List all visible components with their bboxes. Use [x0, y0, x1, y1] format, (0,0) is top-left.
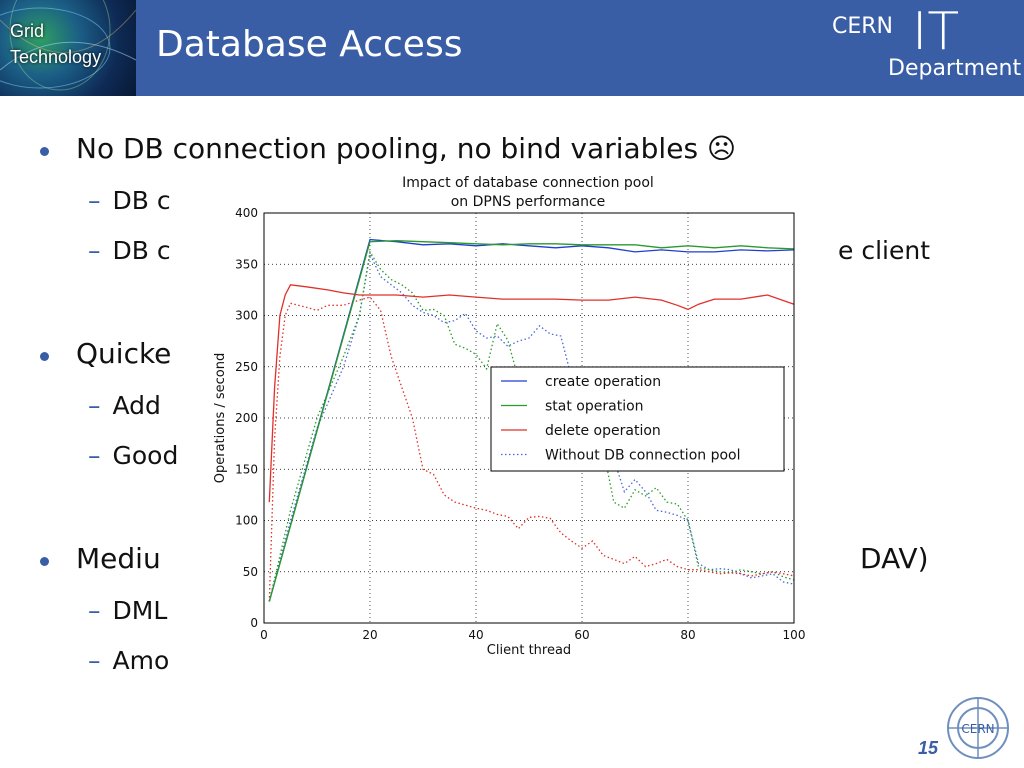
- y-axis-label: Operations / second: [213, 353, 228, 483]
- y-tick-label: 200: [235, 411, 258, 425]
- bullet-2: Quicke: [76, 337, 172, 370]
- legend-label: delete operation: [545, 423, 661, 439]
- chart-svg: Impact of database connection pool on DP…: [213, 175, 805, 658]
- brand-cern: CERN: [832, 14, 894, 39]
- legend-box: [490, 366, 785, 472]
- chart-series: [268, 238, 795, 602]
- series-line-create-operation: [268, 238, 795, 602]
- seal-text: CERN: [961, 722, 994, 736]
- y-tick-label: 400: [235, 206, 258, 220]
- cern-it-department-logo: CERN IT Department: [816, 2, 1021, 88]
- y-tick-label: 150: [235, 462, 258, 476]
- bullet-2-sub-2: –Good: [88, 441, 179, 470]
- grid-technology-logo: Grid Technology: [0, 0, 136, 96]
- bullet-1-sub-2-tail: e client: [838, 236, 930, 265]
- y-tick-label: 350: [235, 257, 258, 271]
- bullet-2-sub-1: –Add: [88, 391, 161, 420]
- bullet-dot: [40, 147, 49, 156]
- bullet-3-sub-2: –Amo: [88, 646, 170, 675]
- bullet-1: No DB connection pooling, no bind variab…: [76, 132, 737, 165]
- x-tick-label: 80: [680, 628, 695, 642]
- chart-legend: create operation stat operation delete ope…: [490, 366, 785, 472]
- x-tick-label: 100: [783, 628, 806, 642]
- x-tick-label: 60: [574, 628, 589, 642]
- header-bar: Grid Technology Database Access CERN IT …: [0, 0, 1024, 96]
- brand-it: IT: [912, 2, 960, 62]
- cern-seal-icon: CERN: [947, 697, 1009, 759]
- bullet-1-sub-2: –DB c: [88, 236, 171, 265]
- page-number: 15: [917, 738, 938, 758]
- x-tick-label: 0: [260, 628, 268, 642]
- legend-label: stat operation: [545, 399, 644, 415]
- x-tick-label: 20: [362, 628, 377, 642]
- brand-department: Department: [888, 56, 1022, 81]
- bullet-3-tail: DAV): [860, 542, 929, 575]
- logo-line-technology: Technology: [10, 47, 102, 67]
- bullet-3-sub-1: –DML: [88, 596, 168, 625]
- y-tick-label: 0: [250, 616, 258, 630]
- plot-frame: [263, 212, 795, 624]
- series-line-delete-operation: [268, 284, 795, 503]
- series-line-stat-operation: [268, 240, 795, 602]
- x-tick-label: 40: [468, 628, 483, 642]
- chart-title-line-2: on DPNS performance: [451, 194, 606, 210]
- chart-ticks: 0 20 40 60 80 100 0 50 100 150 200 250 300 350 400: [235, 206, 805, 642]
- x-axis-label: Client thread: [487, 643, 571, 658]
- bullet-dot: [40, 557, 49, 566]
- series-line-unlabeled: [268, 296, 795, 602]
- legend-label: create operation: [545, 374, 661, 390]
- y-tick-label: 100: [235, 514, 258, 528]
- y-tick-label: 300: [235, 309, 258, 323]
- performance-chart: Impact of database connection pool on DP…: [204, 166, 816, 676]
- y-tick-label: 50: [243, 565, 258, 579]
- bullet-1-sub-1: –DB c: [88, 186, 171, 215]
- bullet-3: Mediu: [76, 542, 161, 575]
- globe-network-icon: [0, 0, 136, 91]
- legend-label: Without DB connection pool: [545, 448, 741, 464]
- page-title: Database Access: [156, 24, 463, 65]
- bullet-dot: [40, 352, 49, 361]
- chart-title-line-1: Impact of database connection pool: [402, 175, 654, 191]
- logo-line-grid: Grid: [10, 21, 45, 41]
- y-tick-label: 250: [235, 360, 258, 374]
